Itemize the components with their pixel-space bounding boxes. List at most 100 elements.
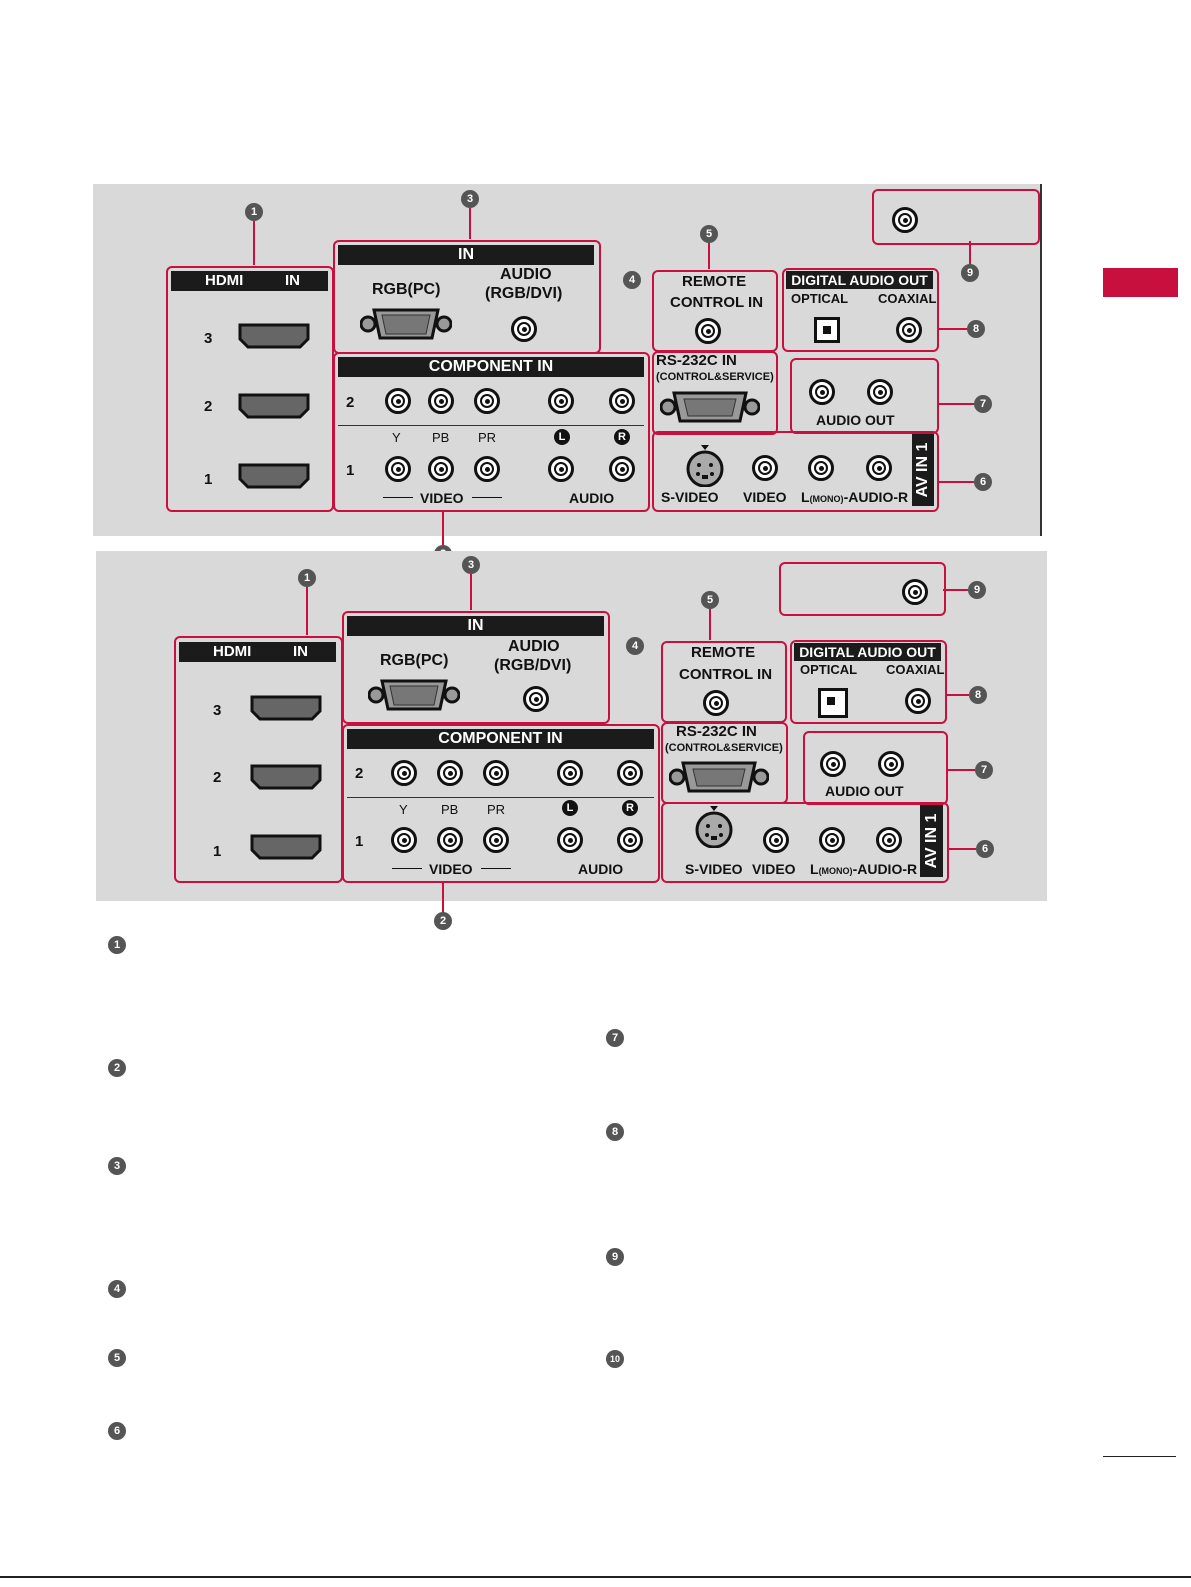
audio-label: AUDIO xyxy=(500,266,552,283)
callout-5: 5 xyxy=(700,225,718,243)
video-bracket-line-r xyxy=(472,497,502,498)
audio-out-l-jack xyxy=(809,379,835,405)
hdmi-num-3: 3 xyxy=(204,330,213,347)
comp1-y-jack xyxy=(385,456,411,482)
callout-7: 7 xyxy=(974,395,992,413)
control-in-label-b: CONTROL IN xyxy=(679,666,773,683)
comp-row-1-b: 1 xyxy=(355,833,364,850)
comp2-l-jack-b xyxy=(557,760,583,786)
callout-8: 8 xyxy=(967,320,985,338)
coaxial-label: COAXIAL xyxy=(878,291,937,306)
callout-3-b: 3 xyxy=(462,556,480,574)
digital-audio-out-group-b xyxy=(790,640,947,724)
audio-out-r-jack xyxy=(867,379,893,405)
desc-callout-1: 1 xyxy=(108,936,126,954)
panel-edge-line xyxy=(1040,184,1042,536)
rs232-sub-label-b: (CONTROL&SERVICE) xyxy=(665,742,783,754)
comp2-r-jack xyxy=(609,388,635,414)
remote-control-jack-b xyxy=(703,690,729,716)
callout-8-lead xyxy=(938,328,967,330)
callout-7-lead xyxy=(938,403,974,405)
desc-callout-4: 4 xyxy=(108,1280,126,1298)
av-in-1-group xyxy=(652,431,939,512)
rs232-label: RS-232C IN xyxy=(656,352,737,369)
audio-out-group-b xyxy=(803,731,948,805)
rgb-dvi-label-b: (RGB/DVI) xyxy=(494,657,572,674)
comp-pb-label-b: PB xyxy=(441,802,459,817)
remote-control-jack xyxy=(695,318,721,344)
av-audio-l-jack xyxy=(808,455,834,481)
desc-callout-5: 5 xyxy=(108,1349,126,1367)
callout-2-b-lead xyxy=(442,881,444,912)
callout-2-b: 2 xyxy=(434,912,452,930)
rs232-port xyxy=(660,391,760,423)
comp-row-2-b: 2 xyxy=(355,765,364,782)
callout-5-b-lead xyxy=(709,609,711,640)
remote-label: REMOTE xyxy=(682,273,747,290)
page-number-rule xyxy=(1103,1456,1176,1457)
callout-1-b-lead xyxy=(306,587,308,635)
desc-callout-7: 7 xyxy=(606,1029,624,1047)
callout-3-b-lead xyxy=(470,574,472,610)
callout-8-b: 8 xyxy=(969,686,987,704)
video-label-b: VIDEO xyxy=(752,861,796,877)
comp-y-label: Y xyxy=(392,430,401,445)
hdmi-num-1: 1 xyxy=(204,471,213,488)
remote-label-b: REMOTE xyxy=(691,644,756,661)
headphone-jack-b xyxy=(902,579,928,605)
comp2-pr-jack-b xyxy=(483,760,509,786)
comp-pb-label: PB xyxy=(432,430,450,445)
comp-pr-label: PR xyxy=(478,430,497,445)
comp2-pr-jack xyxy=(474,388,500,414)
footer-rule xyxy=(0,1576,1191,1578)
callout-5-lead xyxy=(708,243,710,269)
rs232-label-b: RS-232C IN xyxy=(676,723,757,740)
comp2-pb-jack xyxy=(428,388,454,414)
comp-r-badge-b: R xyxy=(622,800,638,816)
comp2-l-jack xyxy=(548,388,574,414)
comp1-r-jack-b xyxy=(617,827,643,853)
comp1-l-jack-b xyxy=(557,827,583,853)
callout-4-b: 4 xyxy=(626,637,644,655)
hdmi-port-3 xyxy=(238,323,310,349)
callout-9-b: 9 xyxy=(968,581,986,599)
comp-l-badge: L xyxy=(554,429,570,445)
desc-callout-6: 6 xyxy=(108,1422,126,1440)
s-video-label: S-VIDEO xyxy=(661,489,719,505)
coaxial-jack xyxy=(896,317,922,343)
s-video-port xyxy=(686,445,724,487)
video-bracket-label: VIDEO xyxy=(420,490,464,506)
optical-label-b: OPTICAL xyxy=(800,662,858,677)
component-divider-b xyxy=(347,797,654,798)
av-audio-r-jack xyxy=(866,455,892,481)
hdmi-num-2: 2 xyxy=(204,398,213,415)
rgb-dvi-label: (RGB/DVI) xyxy=(485,285,563,302)
hdmi-port-1 xyxy=(238,463,310,489)
audio-bracket-label: AUDIO xyxy=(569,490,615,506)
rgb-audio-jack-b xyxy=(523,686,549,712)
rgb-pc-port-b xyxy=(368,679,460,711)
audio-lr-label-b: L(MONO)-AUDIO-R xyxy=(810,861,918,877)
hdmi-port-3-b xyxy=(250,695,322,721)
rgb-pc-label: RGB(PC) xyxy=(372,281,441,298)
hdmi-header-b: HDMI IN xyxy=(179,642,336,662)
comp2-y-jack-b xyxy=(391,760,417,786)
optical-label: OPTICAL xyxy=(791,291,849,306)
callout-7-b: 7 xyxy=(975,761,993,779)
callout-8-b-lead xyxy=(945,694,969,696)
desc-callout-3: 3 xyxy=(108,1157,126,1175)
av-audio-r-jack-b xyxy=(876,827,902,853)
comp-y-label-b: Y xyxy=(399,802,408,817)
component-group xyxy=(333,352,650,512)
digital-audio-out-header: DIGITAL AUDIO OUT xyxy=(786,271,933,289)
av-in-1-header-b: AV IN 1 xyxy=(920,805,943,877)
comp1-pr-jack-b xyxy=(483,827,509,853)
hdmi-header: HDMI IN xyxy=(171,271,328,291)
callout-7-b-lead xyxy=(946,769,975,771)
section-tab xyxy=(1103,268,1178,297)
digital-audio-out-group xyxy=(782,268,939,352)
video-label: VIDEO xyxy=(743,489,787,505)
hdmi-port-2-b xyxy=(250,764,322,790)
video-bracket-label-b: VIDEO xyxy=(429,861,473,877)
audio-label-b: AUDIO xyxy=(508,638,560,655)
